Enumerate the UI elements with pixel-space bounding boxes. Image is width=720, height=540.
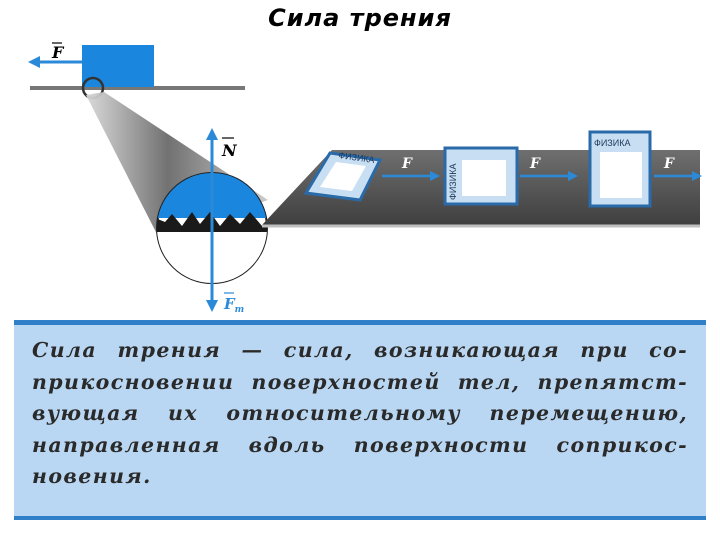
book-3: ФИЗИКА: [590, 132, 650, 206]
book-3-label: ФИЗИКА: [594, 138, 630, 148]
force-arrowhead-small: [28, 56, 40, 68]
block-scene: F: [28, 43, 245, 98]
force-label-1: F: [401, 156, 413, 172]
friction-illustration: F N Fт ФИЗИКА F: [0, 0, 720, 320]
book-2: ФИЗИКА: [445, 148, 517, 204]
force-label-2: F: [529, 156, 541, 172]
normal-arrowhead: [206, 128, 218, 140]
book-2-label: ФИЗИКА: [448, 164, 458, 200]
small-block: [82, 45, 154, 87]
force-label-3: F: [663, 156, 675, 172]
friction-arrowhead: [206, 300, 218, 312]
definition-box: Сила трения — сила, возникающая при со-п…: [14, 320, 706, 520]
definition-text: Сила трения — сила, возникающая при со-п…: [32, 335, 688, 493]
book-sequence: ФИЗИКА F ФИЗИКА F ФИЗИКА F: [262, 132, 702, 226]
normal-force-label: N: [221, 141, 238, 160]
friction-force-label: Fт: [223, 295, 244, 315]
force-label-small: F: [51, 43, 65, 62]
